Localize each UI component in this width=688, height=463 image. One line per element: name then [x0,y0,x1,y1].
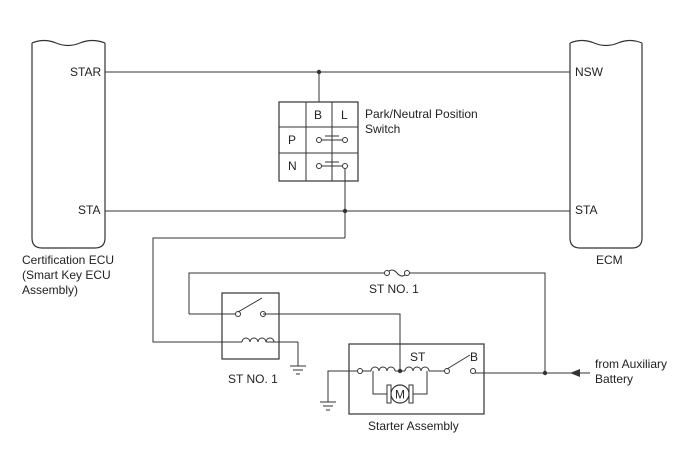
starter-terminal-st: ST [410,350,426,364]
battery-note-line-2: Battery [595,372,633,386]
starter-switch-contact [444,354,476,374]
ecu-label-line-1: Certification ECU [22,253,114,267]
relay-st-no1-box [221,292,280,360]
ecm-pin-nsw: NSW [575,65,604,79]
arrow-left-icon [570,369,580,377]
switch-contact-n [316,161,348,169]
park-neutral-switch-grid [278,101,359,182]
ecm-pin-sta: STA [575,203,597,217]
relay-coil-symbol [238,337,275,343]
starter-terminal-b: B [470,350,478,364]
starter-coil-symbol [362,366,445,372]
switch-row-n: N [288,159,297,173]
ecu-label-line-2: (Smart Key ECU [22,268,111,282]
motor-icon [372,371,428,404]
switch-col-header-b: B [314,108,322,122]
ecu-label-line-3: Assembly) [22,283,78,297]
battery-note-line-1: from Auxiliary [595,357,667,371]
switch-col-header-l: L [341,108,348,122]
fuse-symbol [384,269,410,277]
sta-to-relay-wire [152,237,345,343]
starter-assembly-box [348,343,485,415]
junction-dot [397,368,403,374]
relay-label: ST NO. 1 [228,372,278,386]
certification-ecu-block [31,39,106,249]
fuse-loop-wire [188,272,387,314]
ecm-block [569,39,643,249]
starter-label: Starter Assembly [368,419,459,433]
switch-label-line-2: Switch [365,122,400,136]
ecu-pin-star: STAR [70,65,101,79]
fuse-label: ST NO. 1 [369,282,419,296]
switch-label-line-1: Park/Neutral Position [365,107,478,121]
fuse-loop-wire [407,272,546,373]
starter-contact [357,368,363,374]
motor-symbol-label: M [395,388,405,402]
switch-contact-p [316,135,348,143]
ground-icon [320,370,360,411]
ground-icon [290,342,306,375]
junction-dot [542,370,548,376]
switch-row-p: P [288,133,296,147]
relay-switch-contact [235,297,266,317]
ecu-pin-sta: STA [78,203,100,217]
relay-to-st-wire [263,313,401,370]
ecm-label: ECM [596,253,623,267]
